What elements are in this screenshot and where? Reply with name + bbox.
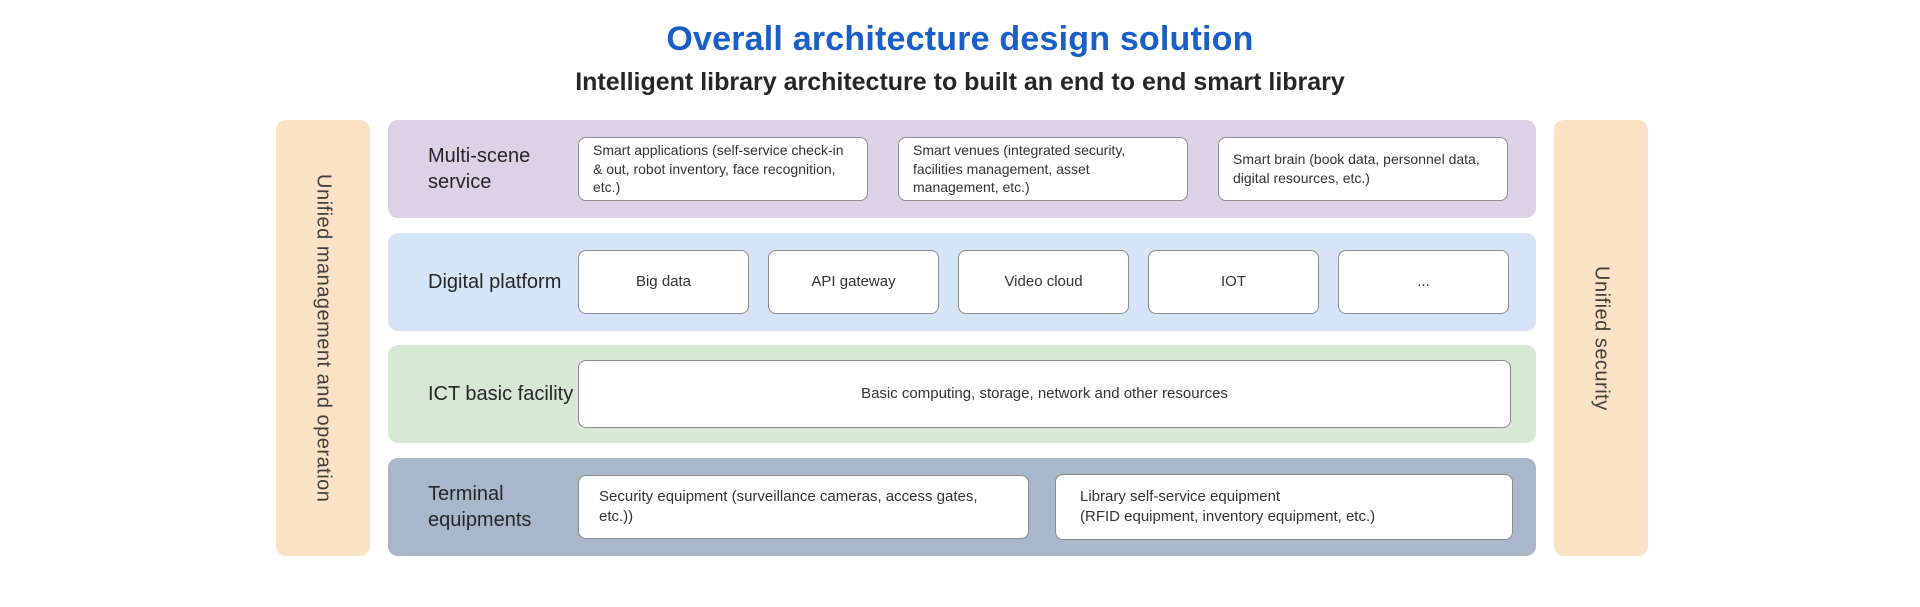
video-cloud-text: Video cloud bbox=[1004, 272, 1083, 290]
page-subtitle: Intelligent library architecture to buil… bbox=[575, 68, 1345, 96]
smart-brain-box: Smart brain (book data, personnel data, … bbox=[1218, 137, 1508, 201]
basic-computing-box: Basic computing, storage, network and ot… bbox=[578, 360, 1511, 429]
security-equipment-box: Security equipment (surveillance cameras… bbox=[578, 474, 1029, 539]
big-data-box: Big data bbox=[578, 249, 749, 314]
smart-applications-text: Smart applications (self-service check-i… bbox=[593, 141, 844, 196]
terminal-equipments-boxes: Security equipment (surveillance cameras… bbox=[578, 473, 1536, 540]
smart-applications-box: Smart applications (self-service check-i… bbox=[578, 137, 868, 201]
api-gateway-box: API gateway bbox=[768, 249, 939, 314]
digital-platform-boxes: Big data API gateway Video cloud IOT ... bbox=[578, 249, 1536, 314]
iot-box: IOT bbox=[1148, 249, 1319, 314]
digital-platform-row: Digital platform Big data API gateway Vi… bbox=[388, 232, 1536, 331]
unified-management-label: Unified management and operation bbox=[312, 173, 335, 503]
library-self-service-equipment-text: Library self-service equipment (RFID equ… bbox=[1080, 487, 1376, 525]
ellipsis-box: ... bbox=[1338, 249, 1509, 314]
unified-security-label: Unified security bbox=[1590, 265, 1613, 411]
layer-rows: Multi-scene service Smart applications (… bbox=[388, 120, 1536, 556]
library-self-service-equipment-box: Library self-service equipment (RFID equ… bbox=[1055, 473, 1513, 540]
basic-computing-text: Basic computing, storage, network and ot… bbox=[861, 385, 1228, 403]
security-equipment-text: Security equipment (surveillance cameras… bbox=[599, 487, 978, 525]
terminal-equipments-label: Terminal equipments bbox=[428, 482, 532, 531]
ict-basic-facility-row: ICT basic facility Basic computing, stor… bbox=[388, 345, 1536, 444]
page-title: Overall architecture design solution bbox=[666, 20, 1254, 58]
terminal-equipments-row: Terminal equipments Security equipment (… bbox=[388, 457, 1536, 556]
unified-security-bar: Unified security bbox=[1554, 120, 1648, 556]
ict-basic-facility-boxes: Basic computing, storage, network and ot… bbox=[578, 360, 1536, 429]
smart-venues-box: Smart venues (integrated security, facil… bbox=[898, 137, 1188, 201]
multi-scene-service-label: Multi-scene service bbox=[428, 145, 531, 193]
api-gateway-text: API gateway bbox=[811, 272, 896, 290]
multi-scene-service-boxes: Smart applications (self-service check-i… bbox=[578, 137, 1536, 201]
smart-venues-text: Smart venues (integrated security, facil… bbox=[913, 141, 1126, 196]
architecture-diagram: Unified management and operation Multi-s… bbox=[276, 120, 1648, 556]
big-data-text: Big data bbox=[635, 272, 692, 290]
multi-scene-service-row: Multi-scene service Smart applications (… bbox=[388, 120, 1536, 218]
digital-platform-label: Digital platform bbox=[428, 270, 562, 293]
iot-text: IOT bbox=[1221, 272, 1246, 290]
video-cloud-box: Video cloud bbox=[958, 249, 1129, 314]
ellipsis-text: ... bbox=[1417, 272, 1430, 290]
smart-brain-text: Smart brain (book data, personnel data, … bbox=[1233, 151, 1480, 186]
ict-basic-facility-label: ICT basic facility bbox=[428, 383, 574, 406]
page-header: Overall architecture design solution Int… bbox=[0, 20, 1920, 97]
unified-management-bar: Unified management and operation bbox=[276, 120, 370, 556]
